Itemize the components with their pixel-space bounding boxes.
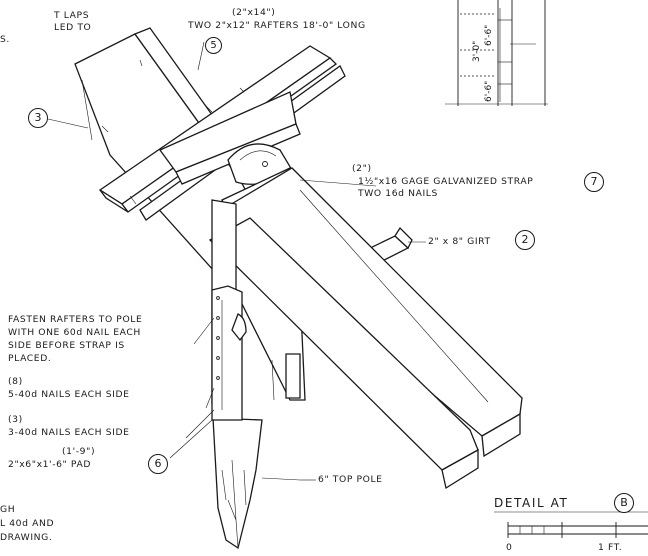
nails-2-label: 3-40d NAILS EACH SIDE bbox=[8, 427, 130, 438]
pad-label: 2"x6"x1'-6" PAD bbox=[8, 459, 92, 470]
upper-rafters bbox=[98, 45, 346, 221]
fasten-note-line-2: WITH ONE 60d NAIL EACH bbox=[8, 327, 141, 338]
nails-1-label: 5-40d NAILS EACH SIDE bbox=[8, 389, 130, 400]
note-bottom-left-line-1: GH bbox=[0, 504, 16, 515]
inset-dim-2: 6'-6" bbox=[484, 24, 494, 46]
inset-elevation bbox=[445, 0, 548, 106]
note-bottom-left-line-2: L 40d AND bbox=[0, 518, 55, 529]
nails-1-count: (8) bbox=[8, 376, 23, 387]
detail-title: DETAIL AT bbox=[494, 496, 569, 510]
strap-size: (2") bbox=[352, 163, 372, 174]
rafter-label: TWO 2"x12" RAFTERS 18'-0" LONG bbox=[188, 20, 366, 31]
lower-rafters bbox=[208, 167, 523, 490]
note-top-left-line-2: LED TO bbox=[54, 22, 92, 33]
pad-ref-callout: 6 bbox=[148, 454, 168, 474]
pole bbox=[212, 417, 301, 550]
inset-dim-1: 3'-0" bbox=[472, 40, 482, 62]
leader-lines bbox=[47, 41, 426, 481]
pole-pad bbox=[211, 199, 301, 421]
note-top-left-line-3: S. bbox=[0, 34, 10, 45]
strap-nails: TWO 16d NAILS bbox=[358, 188, 438, 199]
girt-ref-callout: 2 bbox=[515, 230, 535, 250]
nails-2-count: (3) bbox=[8, 414, 23, 425]
pole-label: 6" TOP POLE bbox=[318, 474, 383, 485]
girt-label: 2" x 8" GIRT bbox=[428, 236, 491, 247]
side-ref-callout: 3 bbox=[28, 108, 48, 128]
scale-one: 1 FT. bbox=[598, 542, 623, 553]
detail-ref-callout: B bbox=[614, 493, 634, 513]
fasten-note-line-4: PLACED. bbox=[8, 353, 52, 364]
note-bottom-left-line-3: DRAWING. bbox=[0, 532, 53, 543]
strap-ref-callout: 7 bbox=[584, 172, 604, 192]
note-top-left-line-1: T LAPS bbox=[54, 10, 90, 21]
strap-label: 1½"x16 GAGE GALVANIZED STRAP bbox=[358, 176, 534, 187]
rafter-size: (2"x14") bbox=[232, 7, 276, 18]
fasten-note-line-3: SIDE BEFORE STRAP IS bbox=[8, 340, 125, 351]
scale-zero: 0 bbox=[506, 542, 513, 553]
inset-dim-3: 6'-6" bbox=[484, 80, 494, 102]
scale-bar bbox=[494, 511, 648, 538]
fasten-note-line-1: FASTEN RAFTERS TO POLE bbox=[8, 314, 143, 325]
pad-size: (1'-9") bbox=[62, 446, 96, 457]
rafter-ref-callout: 5 bbox=[205, 37, 222, 54]
